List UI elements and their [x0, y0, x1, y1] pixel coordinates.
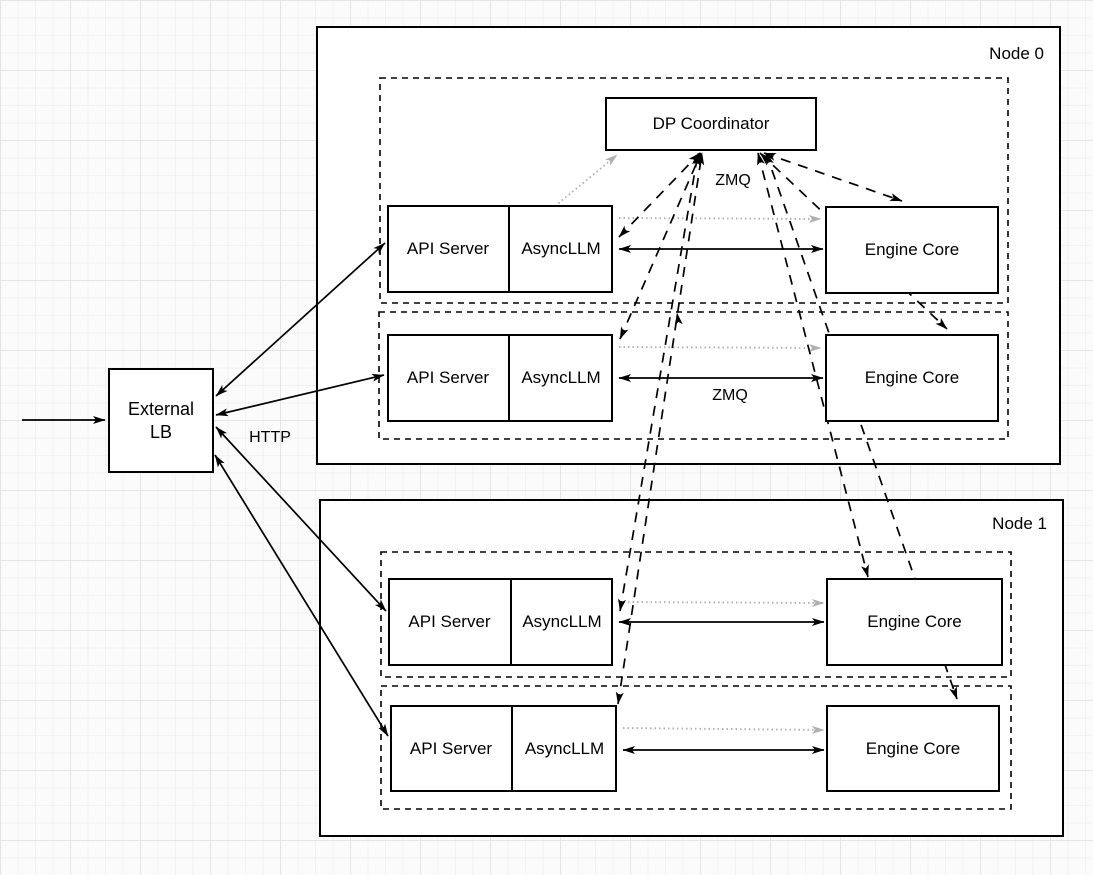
asyncllm-cell: AsyncLLM	[513, 707, 616, 790]
edge-dashed-coordinator-engine-node1-row2	[765, 152, 958, 700]
engine-core-box-node1-row1: Engine Core	[826, 578, 1003, 666]
api-asyncllm-box-node0-row2: API Server AsyncLLM	[387, 334, 613, 422]
engine-core-label: Engine Core	[864, 240, 960, 260]
engine-core-label: Engine Core	[864, 368, 960, 388]
asyncllm-cell: AsyncLLM	[512, 580, 612, 664]
edge-http-lb-api-node0-row2	[215, 373, 385, 417]
engine-core-label: Engine Core	[867, 612, 962, 632]
asyncllm-label: AsyncLLM	[524, 738, 605, 758]
edge-dotted-asyncllm-to-coordinator	[547, 154, 618, 213]
http-edge-label: HTTP	[249, 429, 291, 446]
api-asyncllm-box-node0-row1: API Server AsyncLLM	[387, 205, 613, 293]
api-server-cell: API Server	[391, 707, 513, 790]
engine-core-box-node1-row2: Engine Core	[826, 705, 1000, 792]
node1-label: Node 1	[992, 514, 1047, 533]
api-server-cell: API Server	[388, 207, 510, 291]
edge-dotted-asyncllm-engine-node1-row2	[622, 725, 825, 734]
asyncllm-cell: AsyncLLM	[510, 207, 612, 291]
engine-core-label: Engine Core	[865, 738, 961, 758]
api-server-label: API Server	[406, 368, 490, 388]
node0-label: Node 0	[989, 44, 1044, 63]
external-lb-label: External LB	[128, 398, 194, 443]
edge-http-lb-api-node1-row2	[214, 454, 389, 737]
api-asyncllm-box-node1-row2: API Server AsyncLLM	[390, 705, 617, 792]
edge-dashed-coordinator-asyncllm-node1-row2	[615, 152, 705, 705]
external-lb-box: External LB	[108, 368, 214, 473]
external-lb-label-line1: External	[127, 399, 195, 419]
api-server-cell: API Server	[389, 580, 512, 664]
api-server-label: API Server	[408, 612, 491, 632]
edge-http-lb-api-node0-row1	[215, 242, 386, 397]
dp-coordinator-box: DP Coordinator	[605, 97, 817, 151]
zmq-row2-label: ZMQ	[712, 387, 748, 404]
rank-group-box-node1-row2	[380, 685, 1012, 810]
engine-core-box-node0-row2: Engine Core	[825, 334, 999, 422]
zmq-coordinator-label: ZMQ	[715, 172, 751, 189]
asyncllm-label: AsyncLLM	[521, 239, 601, 259]
asyncllm-label: AsyncLLM	[521, 368, 601, 388]
api-asyncllm-box-node1-row1: API Server AsyncLLM	[388, 578, 613, 666]
api-server-label: API Server	[409, 738, 493, 758]
dp-coordinator-label: DP Coordinator	[652, 114, 770, 134]
asyncllm-cell: AsyncLLM	[510, 336, 612, 420]
engine-core-box-node0-row1: Engine Core	[825, 206, 999, 294]
api-server-label: API Server	[406, 239, 490, 259]
asyncllm-label: AsyncLLM	[522, 612, 602, 632]
api-server-cell: API Server	[388, 336, 510, 420]
external-lb-label-line2: LB	[149, 421, 172, 442]
